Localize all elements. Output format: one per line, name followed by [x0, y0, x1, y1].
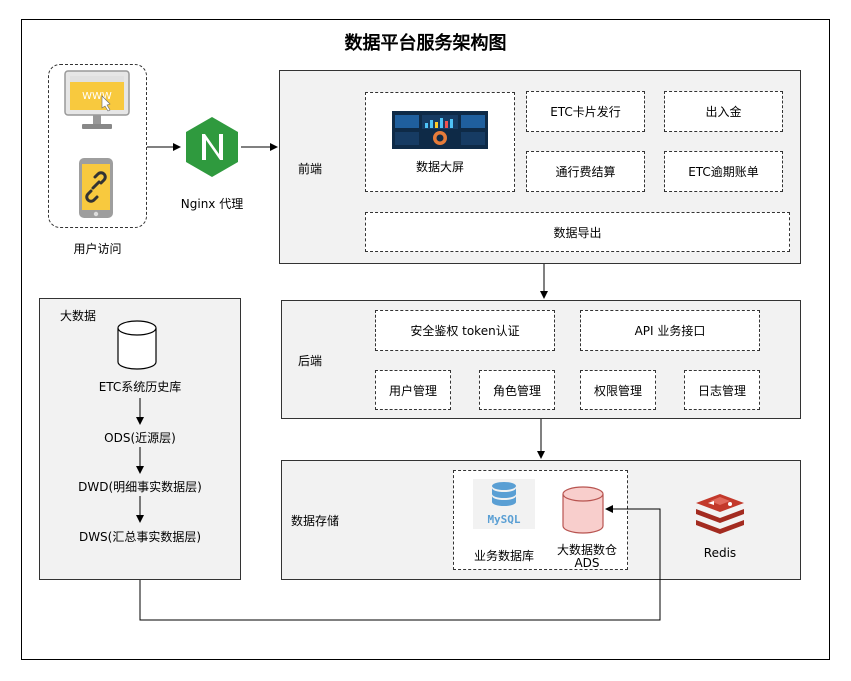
warehouse-label-line1: 大数据数仓	[556, 543, 617, 557]
etc-overdue-bill-box: ETC逾期账单	[664, 151, 783, 192]
redis-icon	[694, 492, 746, 536]
svg-text:WWW: WWW	[82, 91, 112, 102]
user-management-box: 用户管理	[375, 370, 451, 410]
monitor-icon: WWW	[64, 70, 130, 132]
bigscreen-label: 数据大屏	[415, 160, 464, 174]
canvas-frame	[21, 19, 830, 660]
nginx-icon	[183, 115, 241, 179]
bigscreen-box: 数据大屏	[365, 92, 515, 192]
toll-settlement-box: 通行费结算	[526, 151, 645, 192]
etc-history-label: ETC系统历史库	[98, 380, 182, 394]
auth-token-box: 安全鉴权 token认证	[375, 310, 555, 351]
warehouse-label-line2: ADS	[574, 556, 600, 570]
permission-management-box: 权限管理	[580, 370, 656, 410]
backend-label: 后端	[298, 354, 323, 368]
user-access-label: 用户访问	[73, 242, 122, 256]
history-db-cylinder-icon	[117, 320, 157, 370]
role-management-box: 角色管理	[479, 370, 555, 410]
nginx-label: Nginx 代理	[180, 197, 244, 211]
bigdata-to-warehouse-arrow	[139, 505, 661, 621]
business-db-label: 业务数据库	[473, 549, 534, 563]
bigdata-label: 大数据	[60, 309, 97, 323]
svg-text:MySQL: MySQL	[487, 513, 520, 526]
deposit-withdrawal-box: 出入金	[664, 91, 783, 132]
data-export-box: 数据导出	[365, 212, 790, 252]
ods-label: ODS(近源层)	[104, 431, 176, 445]
dws-label: DWS(汇总事实数据层)	[78, 530, 202, 544]
page-title: 数据平台服务架构图	[344, 33, 507, 54]
mysql-icon: MySQL	[473, 479, 535, 529]
warehouse-cylinder-icon	[562, 486, 604, 534]
etc-card-issuance-box: ETC卡片发行	[526, 91, 645, 132]
dwd-label: DWD(明细事实数据层)	[78, 480, 202, 494]
redis-label: Redis	[703, 546, 737, 560]
phone-link-icon	[78, 157, 114, 219]
frontend-label: 前端	[298, 162, 323, 176]
storage-label: 数据存储	[291, 514, 340, 528]
dashboard-thumbnail-icon	[392, 111, 488, 149]
log-management-box: 日志管理	[684, 370, 760, 410]
api-business-box: API 业务接口	[580, 310, 760, 351]
